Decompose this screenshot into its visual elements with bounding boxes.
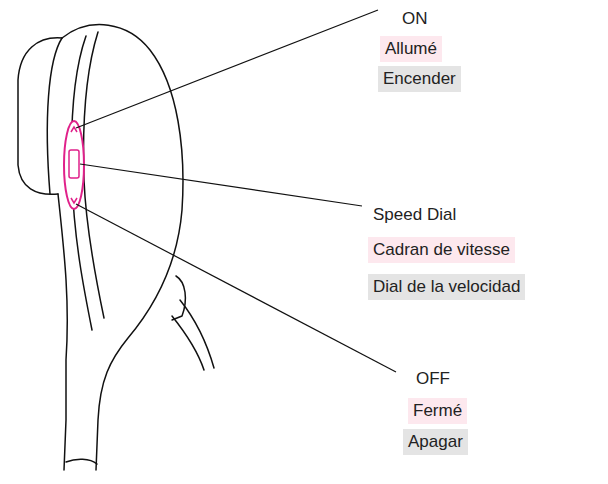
rear-cap — [18, 38, 62, 194]
body-front — [58, 194, 67, 470]
callout-label: OFF — [411, 366, 455, 392]
callout-label: Allumé — [380, 36, 442, 62]
side-clip — [172, 276, 185, 320]
callout-label: ON — [397, 6, 433, 32]
cap-rim — [47, 38, 62, 194]
leader-line — [76, 204, 396, 372]
callout-label: Cadran de vitesse — [368, 237, 515, 263]
cord-sleeve — [66, 459, 97, 464]
leader-line — [80, 164, 362, 206]
body-seam-inner — [84, 32, 104, 318]
callout-label: Encender — [378, 66, 461, 92]
callout-label: Fermé — [408, 398, 467, 424]
cord — [172, 316, 204, 370]
callout-label: Dial de la velocidad — [368, 274, 525, 300]
callout-label: Apagar — [403, 429, 468, 455]
control-panel — [64, 121, 84, 209]
body-outline — [62, 25, 183, 470]
callout-label: Speed Dial — [368, 202, 461, 228]
leader-line — [76, 10, 378, 128]
